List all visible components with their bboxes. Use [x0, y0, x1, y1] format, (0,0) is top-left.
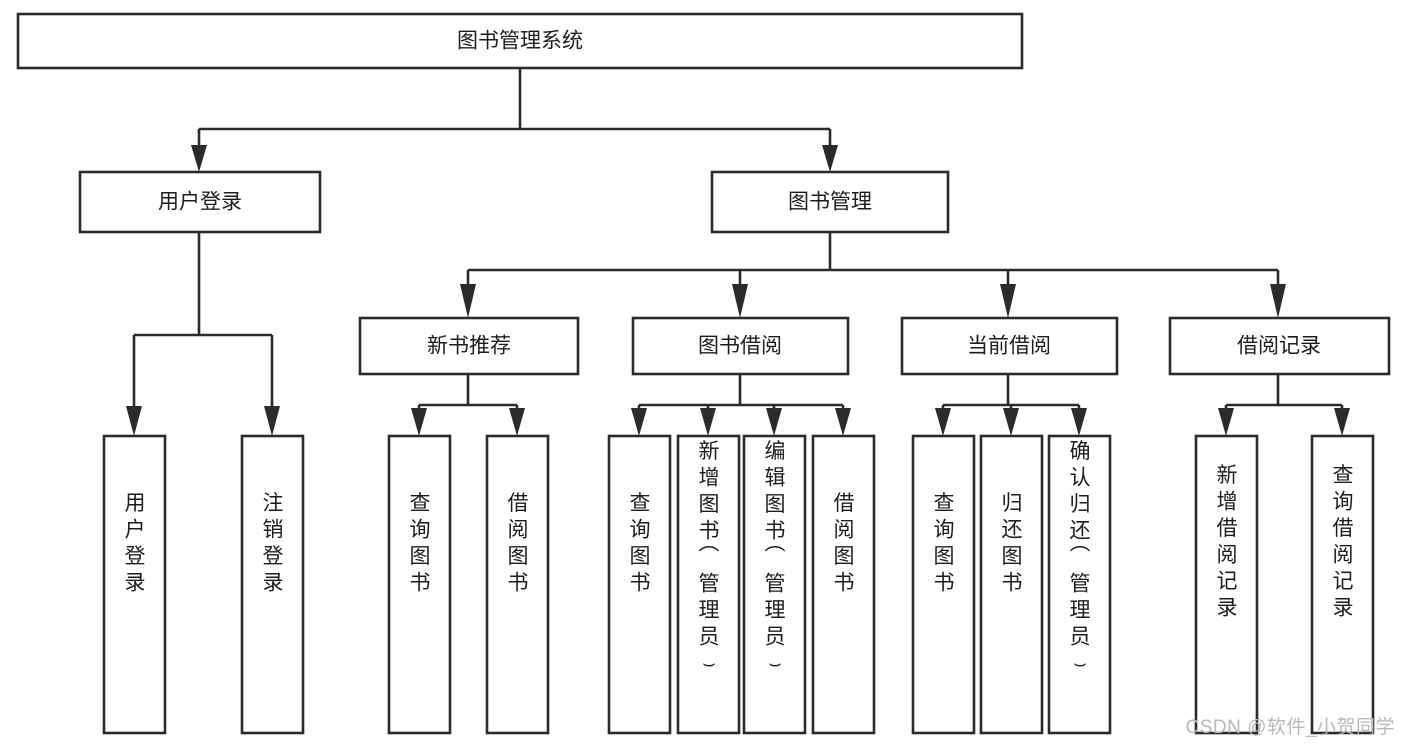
- node-leaf-add-record[interactable]: 新增借阅记录: [1194, 434, 1259, 735]
- arrow-head-leaf-user-login: [126, 406, 142, 436]
- node-root[interactable]: 图书管理系统: [16, 12, 1024, 70]
- node-leaf-confirm-return[interactable]: 确认归还⌒管理员⌣: [1047, 434, 1112, 735]
- node-leaf-edit-book[interactable]: 编辑图书⌒管理员⌣: [742, 434, 807, 735]
- arrow-head-new-book-rec: [460, 284, 476, 318]
- arrow-head-leaf-borrow-book-2: [835, 408, 851, 436]
- node-root-box[interactable]: [16, 12, 1024, 70]
- arrow-head-leaf-query-book-1: [411, 408, 427, 436]
- arrow-head-borrow-record: [1270, 284, 1286, 318]
- node-leaf-query-record-label: 查询借阅记录: [1333, 464, 1354, 620]
- node-leaf-query-book-3[interactable]: 查询图书: [911, 434, 976, 735]
- node-leaf-query-record[interactable]: 查询借阅记录: [1310, 434, 1375, 735]
- node-leaf-borrow-book-1[interactable]: 借阅图书: [485, 434, 550, 735]
- node-leaf-confirm-return-label: 确认归还⌒管理员⌣: [1070, 440, 1091, 675]
- node-leaf-edit-book-box[interactable]: [742, 434, 807, 735]
- node-leaf-query-book-3-label: 查询图书: [934, 492, 955, 595]
- node-leaf-query-book-2-label: 查询图书: [630, 492, 651, 595]
- node-leaf-add-record-box[interactable]: [1194, 434, 1259, 735]
- node-new-book-rec[interactable]: 新书推荐: [358, 316, 580, 376]
- node-leaf-return-book-box[interactable]: [979, 434, 1044, 735]
- arrow-head-leaf-borrow-book-1: [509, 408, 525, 436]
- arrow-head-leaf-return-book: [1003, 408, 1019, 436]
- arrow-head-leaf-query-record: [1334, 408, 1350, 436]
- node-leaf-query-book-2-box[interactable]: [607, 434, 672, 735]
- node-leaf-confirm-return-box[interactable]: [1047, 434, 1112, 735]
- node-leaf-add-record-label: 新增借阅记录: [1217, 464, 1238, 620]
- node-current-borrow-box[interactable]: [900, 316, 1119, 376]
- node-current-borrow-label: 当前借阅: [967, 335, 1051, 358]
- node-user-login-label: 用户登录: [158, 191, 242, 214]
- node-new-book-rec-box[interactable]: [358, 316, 580, 376]
- node-book-borrow-box[interactable]: [631, 316, 850, 376]
- node-leaf-borrow-book-2-box[interactable]: [811, 434, 876, 735]
- node-leaf-user-login-label: 用户登录: [125, 492, 146, 595]
- node-book-borrow[interactable]: 图书借阅: [631, 316, 850, 376]
- arrow-head-leaf-logout: [264, 406, 280, 436]
- arrow-head-leaf-add-book: [700, 408, 716, 436]
- node-new-book-rec-label: 新书推荐: [427, 335, 511, 358]
- connector-layer: [126, 68, 1350, 436]
- arrow-head-book-borrow: [732, 284, 748, 318]
- node-leaf-borrow-book-2[interactable]: 借阅图书: [811, 434, 876, 735]
- node-leaf-edit-book-label: 编辑图书⌒管理员⌣: [765, 440, 786, 675]
- node-leaf-query-book-3-box[interactable]: [911, 434, 976, 735]
- node-root-label: 图书管理系统: [457, 30, 583, 53]
- node-leaf-query-book-1[interactable]: 查询图书: [387, 434, 452, 735]
- node-user-login-box[interactable]: [78, 170, 322, 234]
- arrow-head-user-login: [191, 145, 207, 172]
- node-current-borrow[interactable]: 当前借阅: [900, 316, 1119, 376]
- node-leaf-query-book-1-label: 查询图书: [410, 492, 431, 595]
- arrow-head-leaf-query-book-2: [631, 408, 647, 436]
- node-leaf-borrow-book-2-label: 借阅图书: [834, 492, 855, 595]
- node-leaf-borrow-book-1-box[interactable]: [485, 434, 550, 735]
- node-leaf-add-book-box[interactable]: [676, 434, 741, 735]
- node-book-manage-label: 图书管理: [788, 191, 872, 214]
- node-leaf-borrow-book-1-label: 借阅图书: [508, 492, 529, 595]
- node-leaf-user-login[interactable]: 用户登录: [102, 434, 167, 735]
- arrow-head-book-manage: [822, 145, 838, 172]
- node-leaf-return-book[interactable]: 归还图书: [979, 434, 1044, 735]
- arrow-head-leaf-confirm-return: [1071, 408, 1087, 436]
- node-borrow-record-label: 借阅记录: [1237, 335, 1321, 358]
- node-leaf-query-record-box[interactable]: [1310, 434, 1375, 735]
- arrow-head-leaf-add-record: [1218, 408, 1234, 436]
- node-user-login[interactable]: 用户登录: [78, 170, 322, 234]
- node-leaf-logout[interactable]: 注销登录: [240, 434, 305, 735]
- node-book-manage[interactable]: 图书管理: [710, 170, 950, 234]
- node-book-borrow-label: 图书借阅: [698, 335, 782, 358]
- node-leaf-logout-box[interactable]: [240, 434, 305, 735]
- node-leaf-add-book[interactable]: 新增图书⌒管理员⌣: [676, 434, 741, 735]
- node-book-manage-box[interactable]: [710, 170, 950, 234]
- node-leaf-return-book-label: 归还图书: [1002, 492, 1023, 595]
- node-leaf-user-login-box[interactable]: [102, 434, 167, 735]
- node-borrow-record-box[interactable]: [1168, 316, 1391, 376]
- arrow-head-current-borrow: [1000, 284, 1016, 318]
- arrow-head-leaf-query-book-3: [935, 408, 951, 436]
- node-borrow-record[interactable]: 借阅记录: [1168, 316, 1391, 376]
- node-leaf-add-book-label: 新增图书⌒管理员⌣: [699, 440, 720, 675]
- node-leaf-logout-label: 注销登录: [263, 492, 284, 595]
- node-leaf-query-book-2[interactable]: 查询图书: [607, 434, 672, 735]
- arrow-head-leaf-edit-book: [766, 408, 782, 436]
- node-leaf-query-book-1-box[interactable]: [387, 434, 452, 735]
